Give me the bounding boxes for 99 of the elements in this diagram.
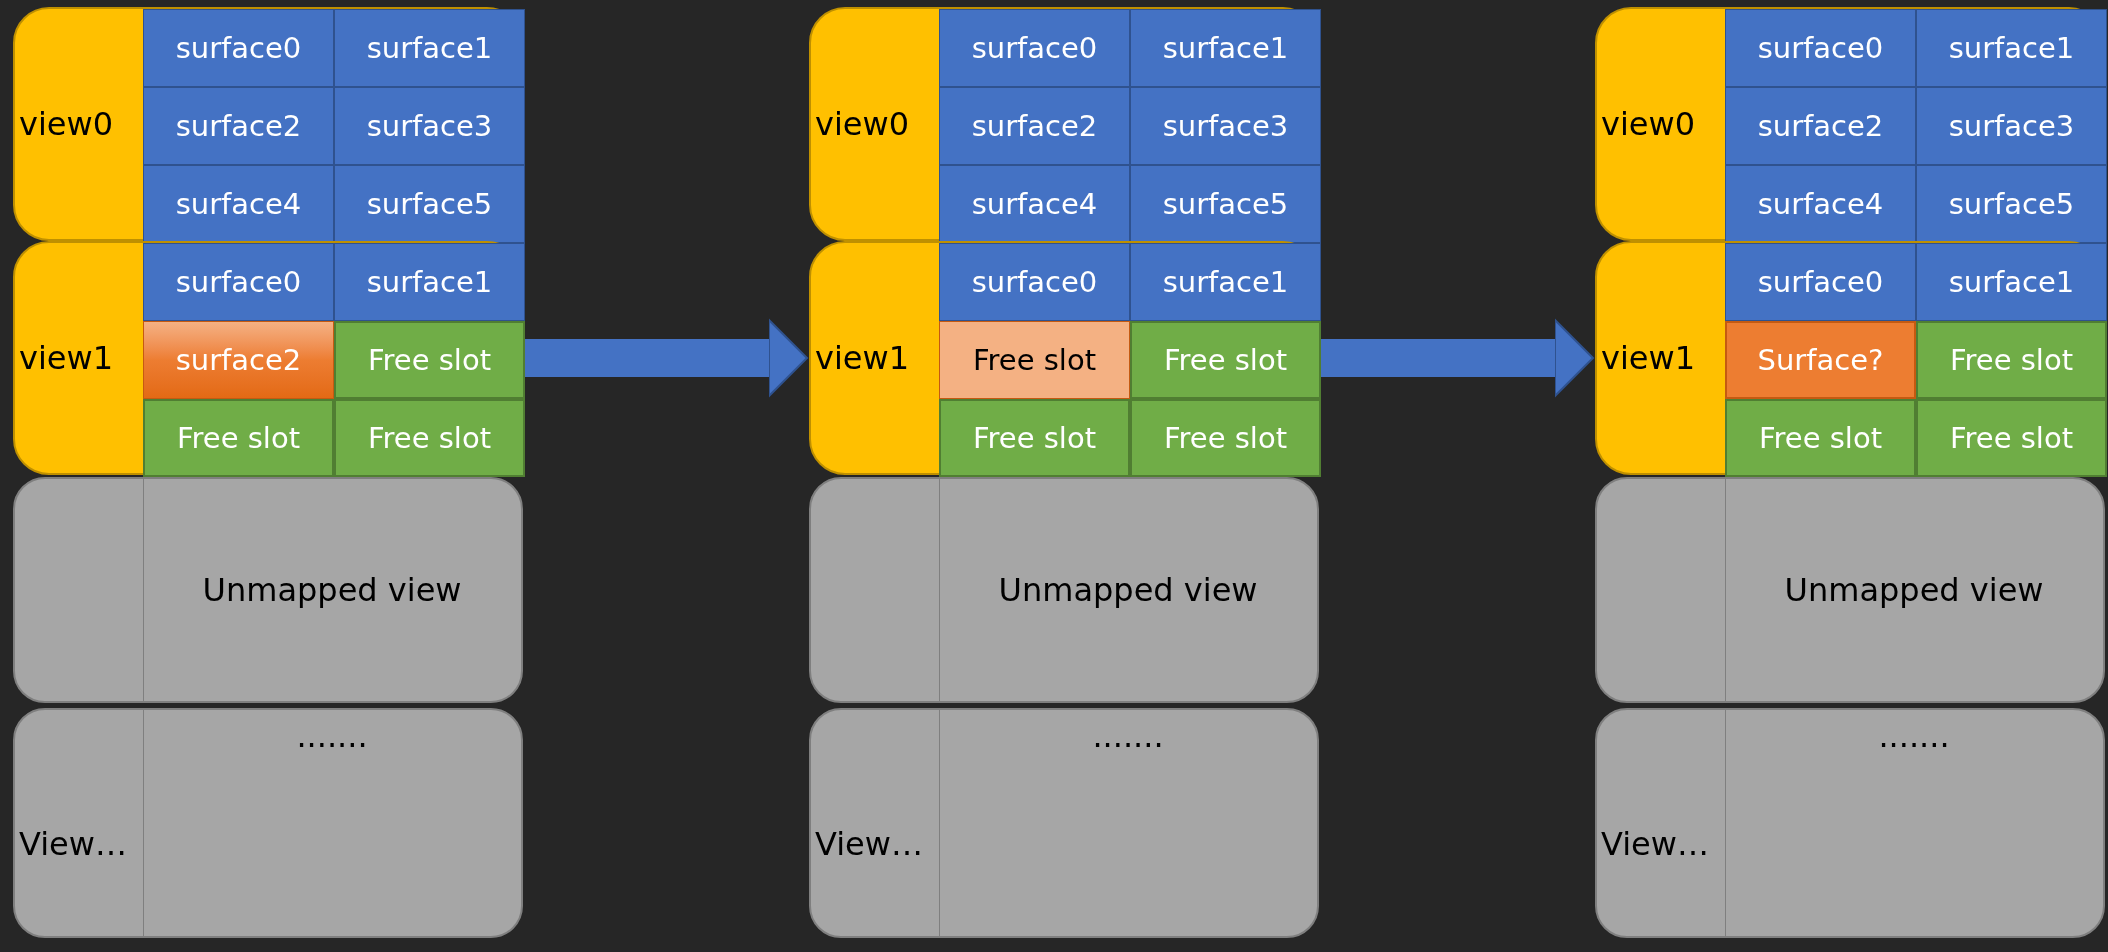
surface-slot	[334, 165, 525, 243]
surface-slot	[1130, 87, 1321, 165]
view-label: view0	[19, 108, 114, 140]
surface-slot	[939, 243, 1130, 321]
slot-label: surface2	[175, 111, 302, 141]
view-block	[1595, 7, 2105, 241]
view-block	[13, 241, 523, 475]
view-block	[809, 241, 1319, 475]
slot-label: surface5	[366, 189, 493, 219]
slot-label: surface3	[1948, 111, 2075, 141]
surface-slot	[1725, 243, 1916, 321]
slot-label: surface0	[1757, 33, 1884, 63]
surface-slot	[1130, 399, 1321, 477]
slot-label: surface1	[1948, 267, 2075, 297]
surface-slot	[1130, 165, 1321, 243]
surface-slot	[143, 399, 334, 477]
view-label: .......	[1877, 720, 1951, 752]
view-label: view1	[815, 342, 910, 374]
surface-slot	[1725, 399, 1916, 477]
surface-slot	[334, 399, 525, 477]
surface-slot	[1130, 243, 1321, 321]
view-label: view0	[815, 108, 910, 140]
slot-label: Free slot	[176, 423, 300, 453]
view-block	[809, 477, 1319, 703]
slot-label: Free slot	[1949, 345, 2073, 375]
surface-slot	[1725, 87, 1916, 165]
slot-label: surface0	[175, 267, 302, 297]
surface-slot	[939, 165, 1130, 243]
slot-label: Free slot	[367, 345, 491, 375]
slot-label: Free slot	[972, 423, 1096, 453]
slot-label: surface1	[1948, 33, 2075, 63]
surface-slot	[334, 87, 525, 165]
surface-slot	[143, 87, 334, 165]
slot-label: surface0	[175, 33, 302, 63]
surface-slot	[939, 321, 1130, 399]
view-block	[1595, 708, 2105, 938]
slot-label: surface3	[366, 111, 493, 141]
slot-label: surface4	[175, 189, 302, 219]
view-block	[13, 7, 523, 241]
surface-slot	[1130, 9, 1321, 87]
view-label: View…	[1601, 828, 1709, 860]
slot-label: surface1	[366, 33, 493, 63]
surface-slot	[334, 9, 525, 87]
view-block	[809, 7, 1319, 241]
surface-slot	[1916, 9, 2107, 87]
surface-slot	[143, 321, 334, 399]
view-label: Unmapped view	[201, 574, 463, 606]
slot-label: surface0	[971, 267, 1098, 297]
view-label: Unmapped view	[997, 574, 1259, 606]
slot-label: Surface?	[1757, 345, 1884, 375]
slot-label: Free slot	[972, 345, 1096, 375]
surface-slot	[939, 9, 1130, 87]
view-block	[809, 708, 1319, 938]
view-block	[1595, 241, 2105, 475]
slot-label: surface4	[971, 189, 1098, 219]
surface-slot	[143, 165, 334, 243]
surface-slot	[334, 321, 525, 399]
surface-slot	[1725, 165, 1916, 243]
surface-slot	[939, 399, 1130, 477]
view-label: Unmapped view	[1783, 574, 2045, 606]
slot-label: Free slot	[1163, 345, 1287, 375]
surface-slot	[143, 9, 334, 87]
surface-slot	[939, 87, 1130, 165]
slot-label: Free slot	[1949, 423, 2073, 453]
surface-slot	[1725, 321, 1916, 399]
view-label: .......	[295, 720, 369, 752]
slot-label: surface2	[1757, 111, 1884, 141]
slot-label: surface0	[971, 33, 1098, 63]
surface-slot	[1916, 87, 2107, 165]
slot-label: surface1	[1162, 267, 1289, 297]
surface-slot	[1916, 321, 2107, 399]
slot-label: Free slot	[1163, 423, 1287, 453]
surface-slot	[1916, 165, 2107, 243]
slot-label: Free slot	[367, 423, 491, 453]
view-label: view1	[1601, 342, 1696, 374]
surface-slot	[1916, 399, 2107, 477]
view-label: view1	[19, 342, 114, 374]
view-block	[1595, 477, 2105, 703]
slot-label: surface2	[175, 345, 302, 375]
slot-label: surface3	[1162, 111, 1289, 141]
view-label: view0	[1601, 108, 1696, 140]
view-block	[13, 708, 523, 938]
slot-label: surface2	[971, 111, 1098, 141]
slot-label: surface5	[1948, 189, 2075, 219]
slot-label: surface1	[366, 267, 493, 297]
surface-slot	[1725, 9, 1916, 87]
slot-label: surface5	[1162, 189, 1289, 219]
view-label: .......	[1091, 720, 1165, 752]
slot-label: surface0	[1757, 267, 1884, 297]
slot-label: surface1	[1162, 33, 1289, 63]
view-label: View…	[19, 828, 127, 860]
slot-label: surface4	[1757, 189, 1884, 219]
surface-slot	[334, 243, 525, 321]
surface-slot	[143, 243, 334, 321]
view-label: View…	[815, 828, 923, 860]
surface-slot	[1916, 243, 2107, 321]
surface-slot	[1130, 321, 1321, 399]
slot-label: Free slot	[1758, 423, 1882, 453]
view-block	[13, 477, 523, 703]
